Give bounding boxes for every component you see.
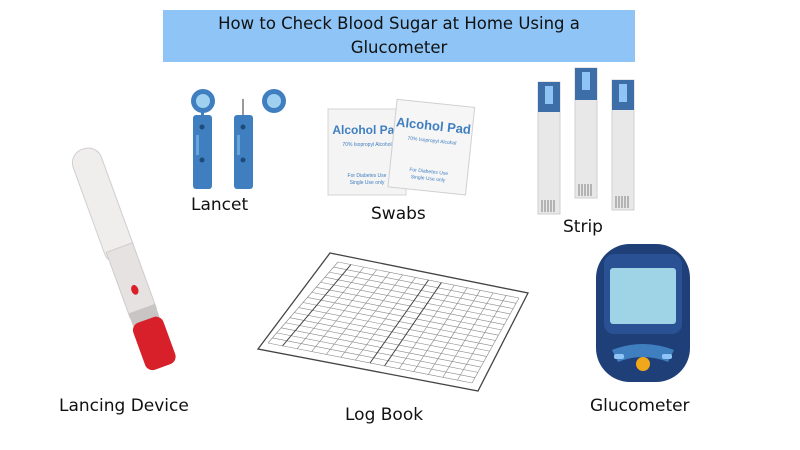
log-grid-col [457, 295, 507, 381]
log-grid-col [398, 284, 455, 369]
log-grid-col [384, 282, 442, 367]
label-lancing-device: Lancing Device [59, 396, 189, 416]
swab-heading-back: Alcohol Pad [332, 123, 401, 137]
log-grid-col [282, 264, 352, 347]
log-book-icon [256, 252, 529, 392]
label-log-book: Log Book [345, 405, 424, 425]
lancet-icon [191, 89, 286, 189]
log-grid-col [413, 287, 468, 372]
swab-footer2-front: Single Use only [410, 174, 446, 184]
swab-footer2-back: Single Use only [350, 180, 385, 186]
test-strip-icon [537, 67, 635, 215]
log-grid-col [369, 279, 429, 364]
log-grid-col [311, 269, 378, 352]
log-grid-col [296, 266, 365, 349]
log-grid-col [267, 261, 339, 344]
label-swabs: Swabs [371, 204, 426, 224]
lancing-device-icon [71, 147, 176, 371]
log-grid-col [471, 297, 520, 384]
glucometer-icon [596, 244, 690, 382]
alcohol-pad-icon: Alcohol Pad 70% Isopropyl Alcohol For Di… [327, 98, 476, 196]
label-strip: Strip [563, 217, 603, 237]
label-lancet: Lancet [191, 195, 249, 215]
log-grid-col [355, 277, 416, 361]
swab-footer1-back: For Diabetes Use [348, 173, 387, 179]
log-grid-col [326, 272, 390, 355]
swab-subtext-back: 70% Isopropyl Alcohol [342, 142, 391, 148]
swab-subtext-front: 70% Isopropyl Alcohol [407, 136, 457, 147]
log-grid-col [442, 292, 494, 378]
log-grid-col [428, 290, 481, 375]
label-glucometer: Glucometer [590, 396, 690, 416]
swab-footer1-front: For Diabetes Use [409, 167, 449, 177]
log-grid-col [340, 274, 403, 358]
page-title: How to Check Blood Sugar at Home Using a… [163, 10, 635, 62]
